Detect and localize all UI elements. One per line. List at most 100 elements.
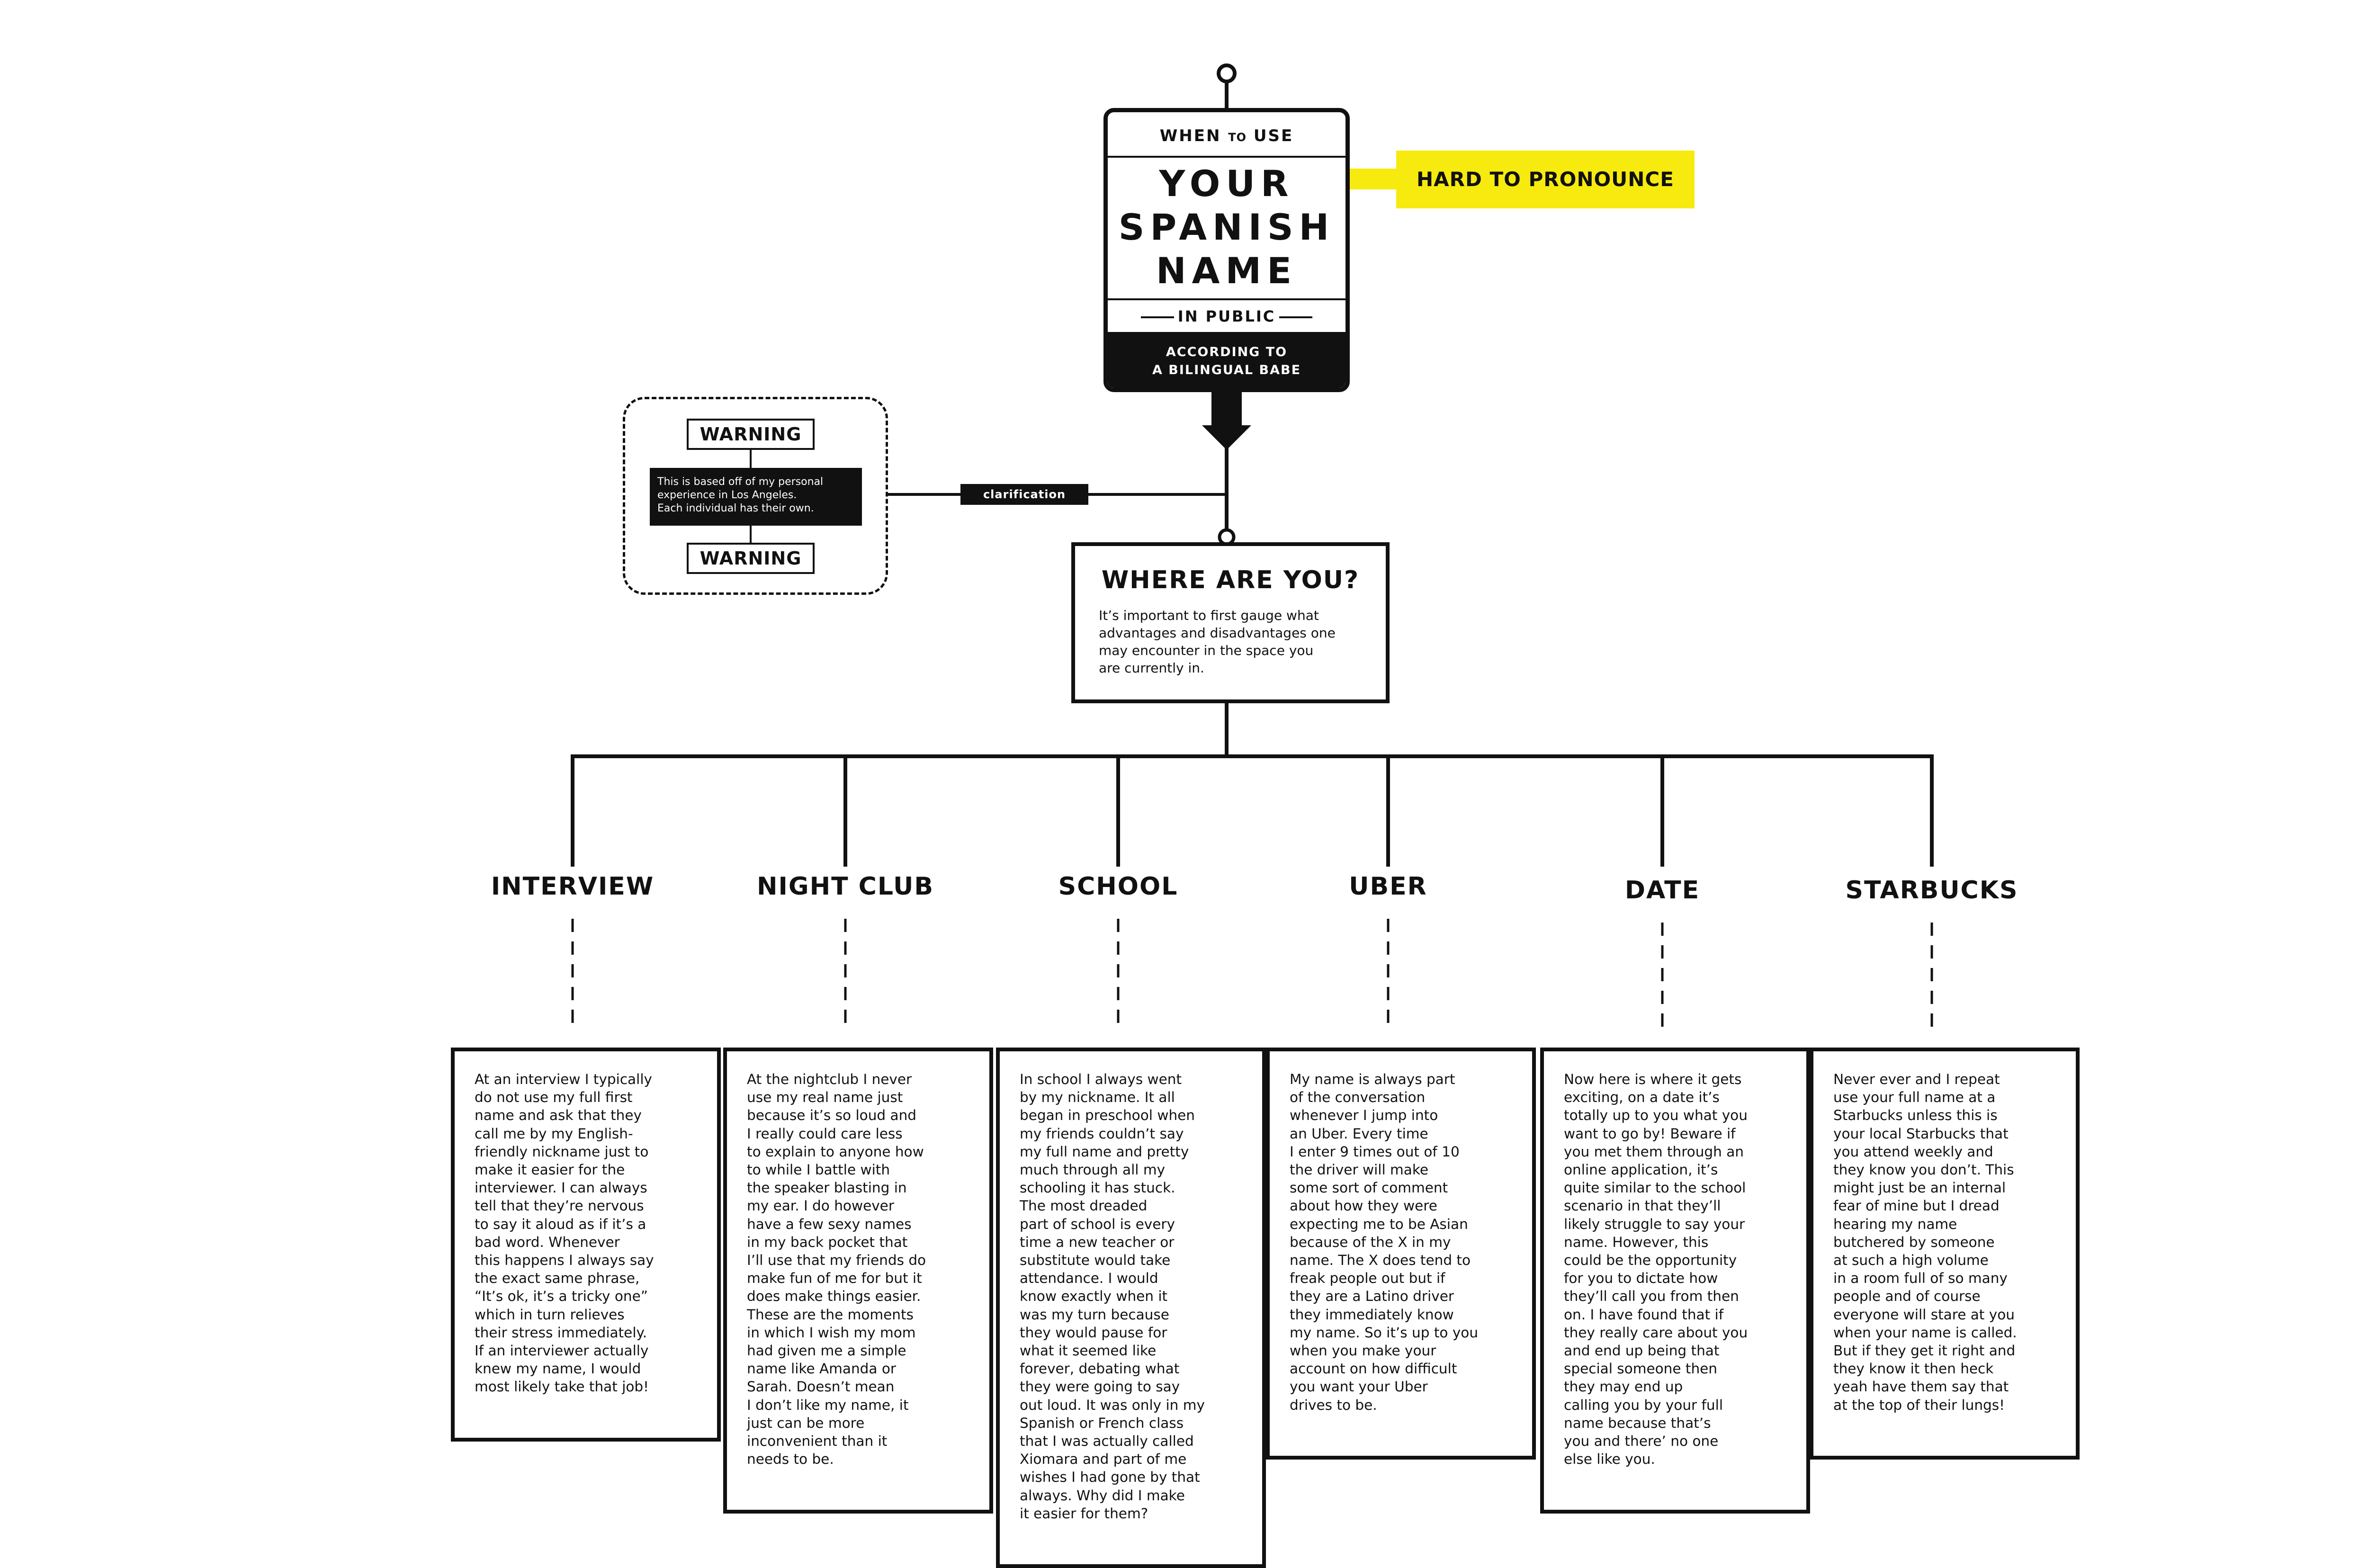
story-line: account on how difficult — [1290, 1361, 1457, 1377]
in-public-dash-right — [1279, 316, 1312, 318]
story-line: in a room full of so many — [1833, 1270, 2008, 1287]
where-title: WHERE ARE YOU? — [1101, 566, 1360, 594]
story-line: my friends couldn’t say — [1020, 1125, 1184, 1142]
story-line: make it easier for the — [475, 1162, 625, 1178]
story-line: call me by my English- — [475, 1125, 633, 1142]
story-line: needs to be. — [747, 1451, 834, 1468]
story-line: expecting me to be Asian — [1290, 1216, 1468, 1232]
story-line: attendance. I would — [1020, 1270, 1158, 1287]
story-line: Spanish or French class — [1020, 1415, 1184, 1431]
story-line: they are a Latino driver — [1290, 1288, 1454, 1305]
story-line: Xiomara and part of me — [1020, 1451, 1187, 1468]
title-line-2: SPANISH — [1118, 206, 1335, 248]
story-line: bad word. Whenever — [475, 1234, 620, 1250]
story-line: Starbucks unless this is — [1833, 1107, 1998, 1124]
story-line: name and ask that they — [475, 1107, 642, 1124]
where-desc-line: It’s important to first gauge what — [1099, 608, 1319, 623]
story-line: began in preschool when — [1020, 1107, 1195, 1124]
story-line: likely struggle to say your — [1564, 1216, 1745, 1232]
story-line: else like you. — [1564, 1451, 1655, 1468]
story-line: name. However, this — [1564, 1234, 1709, 1250]
story-line: special someone then — [1564, 1361, 1717, 1377]
story-line: their stress immediately. — [475, 1324, 647, 1341]
story-line: always. Why did I make — [1020, 1487, 1185, 1504]
story-line: it easier for them? — [1020, 1505, 1148, 1522]
story-line: was my turn because — [1020, 1306, 1169, 1323]
story-line: in my back pocket that — [747, 1234, 908, 1250]
where-desc-line: may encounter in the space you — [1099, 643, 1314, 658]
story-line: knew my name, I would — [475, 1361, 641, 1377]
story-line: does make things easier. — [747, 1288, 921, 1305]
story-line: out loud. It was only in my — [1020, 1397, 1205, 1413]
story-line: drives to be. — [1290, 1397, 1377, 1413]
story-line: of the conversation — [1290, 1089, 1426, 1106]
story-line: wishes I had gone by that — [1020, 1469, 1200, 1486]
story-line: your local Starbucks that — [1833, 1125, 2009, 1142]
story-line: substitute would take — [1020, 1252, 1171, 1269]
story-line: friendly nickname just to — [475, 1143, 649, 1160]
story-line: and end up being that — [1564, 1343, 1720, 1359]
use-word: USE — [1253, 126, 1294, 145]
story-line: to explain to anyone how — [747, 1143, 924, 1160]
clarification-label: clarification — [960, 484, 1088, 505]
story-line: they may end up — [1564, 1379, 1683, 1395]
story-line: name like Amanda or — [747, 1361, 897, 1377]
hard-to-pronounce-label: HARD TO PRONOUNCE — [1396, 151, 1695, 208]
story-line: you attend weekly and — [1833, 1143, 1993, 1160]
story-line: have a few sexy names — [747, 1216, 912, 1232]
title-rule-top — [1108, 156, 1345, 158]
story-line: do not use my full first — [475, 1089, 633, 1106]
when-word: WHEN — [1159, 126, 1221, 145]
story-line: freak people out but if — [1290, 1270, 1445, 1287]
story-line: everyone will stare at you — [1833, 1306, 2015, 1323]
story-line: they know you don’t. This — [1833, 1162, 2014, 1178]
in-public-row: IN PUBLIC — [1108, 306, 1345, 327]
category-label-interview: INTERVIEW — [491, 872, 655, 901]
story-line: scenario in that they’ll — [1564, 1198, 1721, 1214]
story-line: what it seemed like — [1020, 1343, 1157, 1359]
story-line: my ear. I do however — [747, 1198, 894, 1214]
story-line: some sort of comment — [1290, 1180, 1448, 1196]
story-line: people and of course — [1833, 1288, 1981, 1305]
to-word: TO — [1228, 131, 1247, 144]
according-banner: ACCORDING TO A BILINGUAL BABE — [1108, 332, 1345, 388]
story-line: they would pause for — [1020, 1324, 1167, 1341]
in-public-dash-left — [1141, 316, 1174, 318]
story-line: exciting, on a date it’s — [1564, 1089, 1720, 1106]
title-rule-bottom — [1108, 298, 1345, 300]
story-line: to say it aloud as if it’s a — [475, 1216, 646, 1232]
warning-note-line: This is based off of my personal — [657, 476, 824, 488]
warning-bottom-label: WARNING — [687, 543, 815, 574]
story-line: If an interviewer actually — [475, 1343, 649, 1359]
story-line: hearing my name — [1833, 1216, 1957, 1232]
warning-top-label: WARNING — [687, 419, 815, 450]
story-line: you and there’ no one — [1564, 1433, 1719, 1450]
story-line: forever, debating what — [1020, 1361, 1180, 1377]
story-line: Now here is where it gets — [1564, 1071, 1742, 1087]
story-line: butchered by someone — [1833, 1234, 1995, 1250]
warning-note: This is based off of my personal experie… — [650, 468, 862, 526]
when-to-use-label: WHEN TO USE — [1108, 126, 1345, 145]
story-line: tell that they’re nervous — [475, 1198, 644, 1214]
story-line: whenever I jump into — [1290, 1107, 1438, 1124]
story-line: you want your Uber — [1290, 1379, 1428, 1395]
story-line: my full name and pretty — [1020, 1143, 1189, 1160]
story-line: they know it then heck — [1833, 1361, 1994, 1377]
story-line: yeah have them say that — [1833, 1379, 2009, 1395]
category-label-starbucks: STARBUCKS — [1845, 876, 2018, 905]
story-line: At the nightclub I never — [747, 1071, 912, 1087]
story-line: I’ll use that my friends do — [747, 1252, 926, 1269]
story-line: But if they get it right and — [1833, 1343, 2016, 1359]
story-line: an Uber. Every time — [1290, 1125, 1428, 1142]
story-line: Sarah. Doesn’t mean — [747, 1379, 895, 1395]
story-line: quite similar to the school — [1564, 1180, 1746, 1196]
story-line: you met them through an — [1564, 1143, 1744, 1160]
story-line: had given me a simple — [747, 1343, 906, 1359]
story-line: my name. So it’s up to you — [1290, 1324, 1479, 1341]
story-line: they’ll call you from then — [1564, 1288, 1739, 1305]
story-line: just can be more — [747, 1415, 865, 1431]
